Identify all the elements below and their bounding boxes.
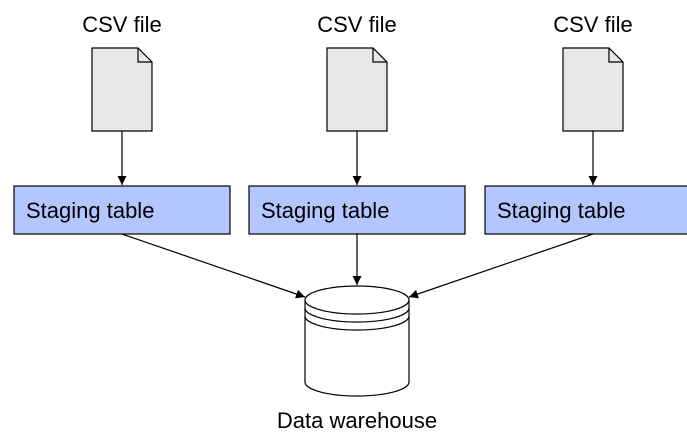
database-icon: [304, 285, 410, 397]
source-1: CSV file Staging table: [13, 12, 231, 235]
staging-table-label-2: Staging table: [261, 198, 389, 223]
source-3: CSV file Staging table: [484, 12, 687, 235]
staging-table-label-3: Staging table: [497, 198, 625, 223]
data-warehouse-label: Data warehouse: [277, 408, 437, 433]
source-2: CSV file Staging table: [248, 12, 466, 235]
csv-file-label-1: CSV file: [82, 12, 161, 37]
staging-table-label-1: Staging table: [26, 198, 154, 223]
staging-table-2: Staging table: [248, 185, 466, 235]
document-icon: [562, 47, 624, 132]
staging-table-3: Staging table: [484, 185, 687, 235]
document-icon: [326, 47, 388, 132]
staging-table-1: Staging table: [13, 185, 231, 235]
arrow-table-to-warehouse-3: [408, 233, 594, 299]
document-icon: [91, 47, 153, 132]
arrow-table-to-warehouse-1: [121, 233, 306, 299]
csv-file-label-3: CSV file: [553, 12, 632, 37]
csv-file-label-2: CSV file: [317, 12, 396, 37]
